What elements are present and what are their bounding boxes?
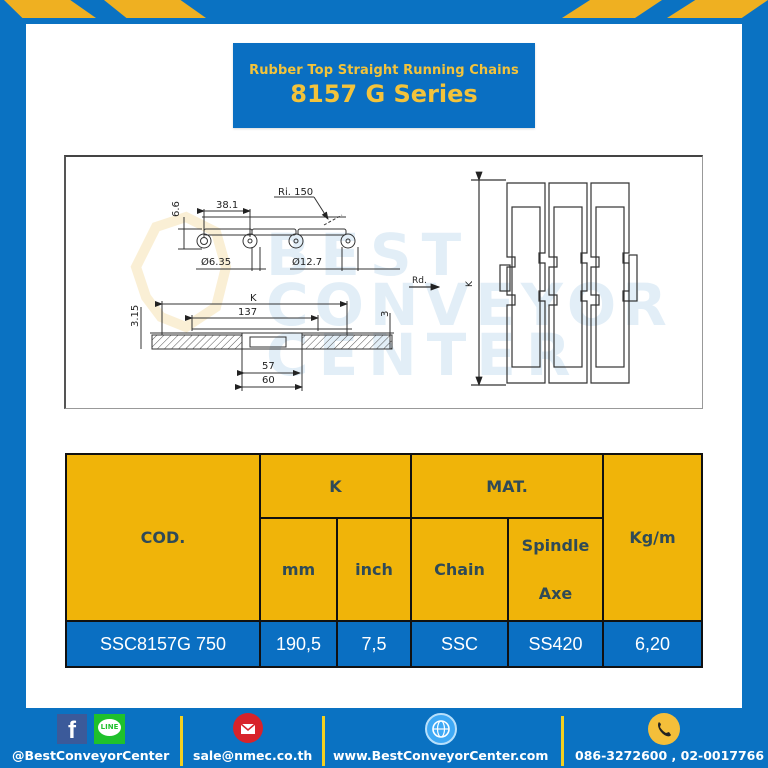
svg-text:137: 137 [238,307,257,318]
header-cod: COD. [65,453,261,622]
website-link[interactable]: www.BestConveyorCenter.com [333,748,549,763]
svg-text:60: 60 [262,375,275,386]
footer-contact-bar: f LINE @BestConveyorCenter sale@nmec.co.… [0,708,768,768]
side-view [178,196,400,271]
svg-text:BEST: BEST [266,221,471,289]
header-chain: Chain [410,517,509,622]
svg-text:Ø6.35: Ø6.35 [201,256,231,268]
cell-cod: SSC8157G 750 [65,620,261,668]
title-subtitle: Rubber Top Straight Running Chains [249,63,519,78]
svg-text:Rd.: Rd. [412,276,427,286]
cell-kgm: 6,20 [602,620,703,668]
svg-text:3: 3 [380,311,391,317]
table-row: SSC8157G 750 190,5 7,5 SSC SS420 6,20 [65,620,703,668]
divider [322,716,325,766]
cell-chain: SSC [410,620,509,668]
divider [180,716,183,766]
header-kgm: Kg/m [602,453,703,622]
divider [561,716,564,766]
header-mm: mm [259,517,338,622]
title-main: 8157 G Series [290,80,478,108]
email-icon[interactable] [233,713,263,743]
technical-drawing: BEST CONVEYOR CENTER 38 [64,155,703,409]
svg-text:CENTER: CENTER [266,321,581,389]
watermark-logo: BEST CONVEYOR CENTER [130,211,667,389]
decor-stripe [667,0,768,18]
decor-stripe [4,0,96,18]
cell-mm: 190,5 [259,620,338,668]
header-inch: inch [336,517,412,622]
email-address[interactable]: sale@nmec.co.th [193,748,313,763]
decor-stripe [104,0,206,18]
svg-text:K: K [465,280,475,287]
svg-text:57: 57 [262,361,275,372]
header-spindle-axe: Spindle Axe [507,517,604,622]
decor-stripe [562,0,662,18]
phone-icon[interactable] [648,713,680,745]
svg-text:K: K [250,293,257,304]
cell-spindle: SS420 [507,620,604,668]
svg-text:38.1: 38.1 [216,200,238,211]
title-banner: Rubber Top Straight Running Chains 8157 … [233,43,535,128]
spec-table: COD. K MAT. Kg/m mm inch Chain Spindle A… [65,453,703,668]
social-handle[interactable]: @BestConveyorCenter [12,748,170,763]
facebook-icon[interactable]: f [57,714,87,744]
globe-icon[interactable] [425,713,457,745]
cross-section-view [140,301,394,391]
cell-inch: 7,5 [336,620,412,668]
phone-numbers[interactable]: 086-3272600 , 02-0017766 [575,748,765,763]
header-mat: MAT. [410,453,604,519]
svg-text:Ø12.7: Ø12.7 [292,256,322,268]
line-icon[interactable]: LINE [94,714,125,744]
top-view [409,171,638,387]
svg-text:6.6: 6.6 [171,201,182,217]
svg-text:Ri. 150: Ri. 150 [278,187,313,198]
header-k: K [259,453,412,519]
svg-text:3.15: 3.15 [130,305,141,327]
